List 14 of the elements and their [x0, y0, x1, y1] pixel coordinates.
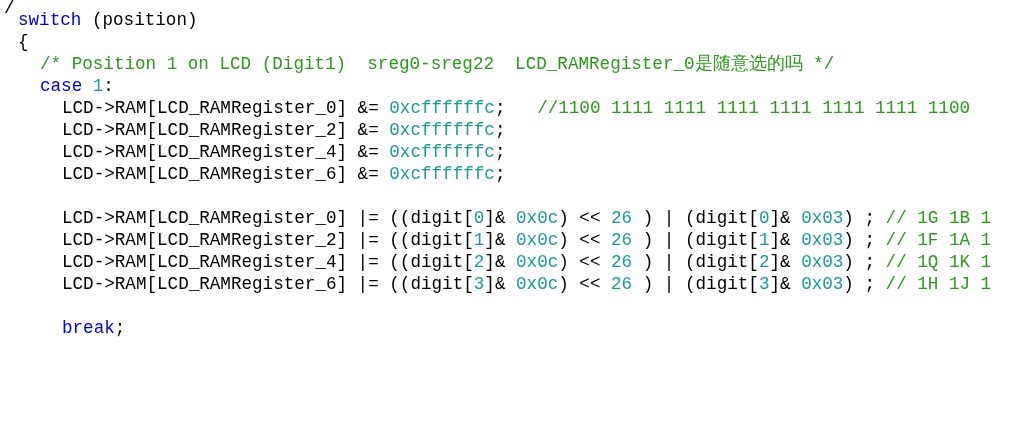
code-line: LCD->RAM[LCD_RAMRegister_4] &= 0xcffffffc; [62, 141, 506, 163]
code-line: LCD->RAM[LCD_RAMRegister_0] |= ((digit[0]& 0x0c) << 26 ) | (digit[0]& 0x03) ; // 1G 1B 1 [62, 207, 992, 229]
code-line: LCD->RAM[LCD_RAMRegister_2] &= 0xcffffffc; [62, 119, 506, 141]
code-line: / [4, 0, 15, 19]
code-line: LCD->RAM[LCD_RAMRegister_4] |= ((digit[2]& 0x0c) << 26 ) | (digit[2]& 0x03) ; // 1Q 1K 1 [62, 251, 992, 273]
code-line: LCD->RAM[LCD_RAMRegister_6] &= 0xcffffffc; [62, 163, 506, 185]
code-line: { [18, 31, 29, 53]
code-line: LCD->RAM[LCD_RAMRegister_6] |= ((digit[3]& 0x0c) << 26 ) | (digit[3]& 0x03) ; // 1H 1J 1 [62, 273, 992, 295]
code-line: case 1: [40, 75, 114, 97]
code-line: LCD->RAM[LCD_RAMRegister_0] &= 0xcffffffc; //1100 1111 1111 1111 1111 1111 1111 1100 [62, 97, 971, 119]
code-line: break; [62, 317, 126, 339]
code-line: LCD->RAM[LCD_RAMRegister_2] |= ((digit[1]& 0x0c) << 26 ) | (digit[1]& 0x03) ; // 1F 1A 1 [62, 229, 992, 251]
code-line: switch (position) [18, 9, 198, 31]
code-line: /* Position 1 on LCD (Digit1) sreg0-sreg22 LCD_RAMRegister_0是随意选的吗 */ [40, 53, 835, 75]
